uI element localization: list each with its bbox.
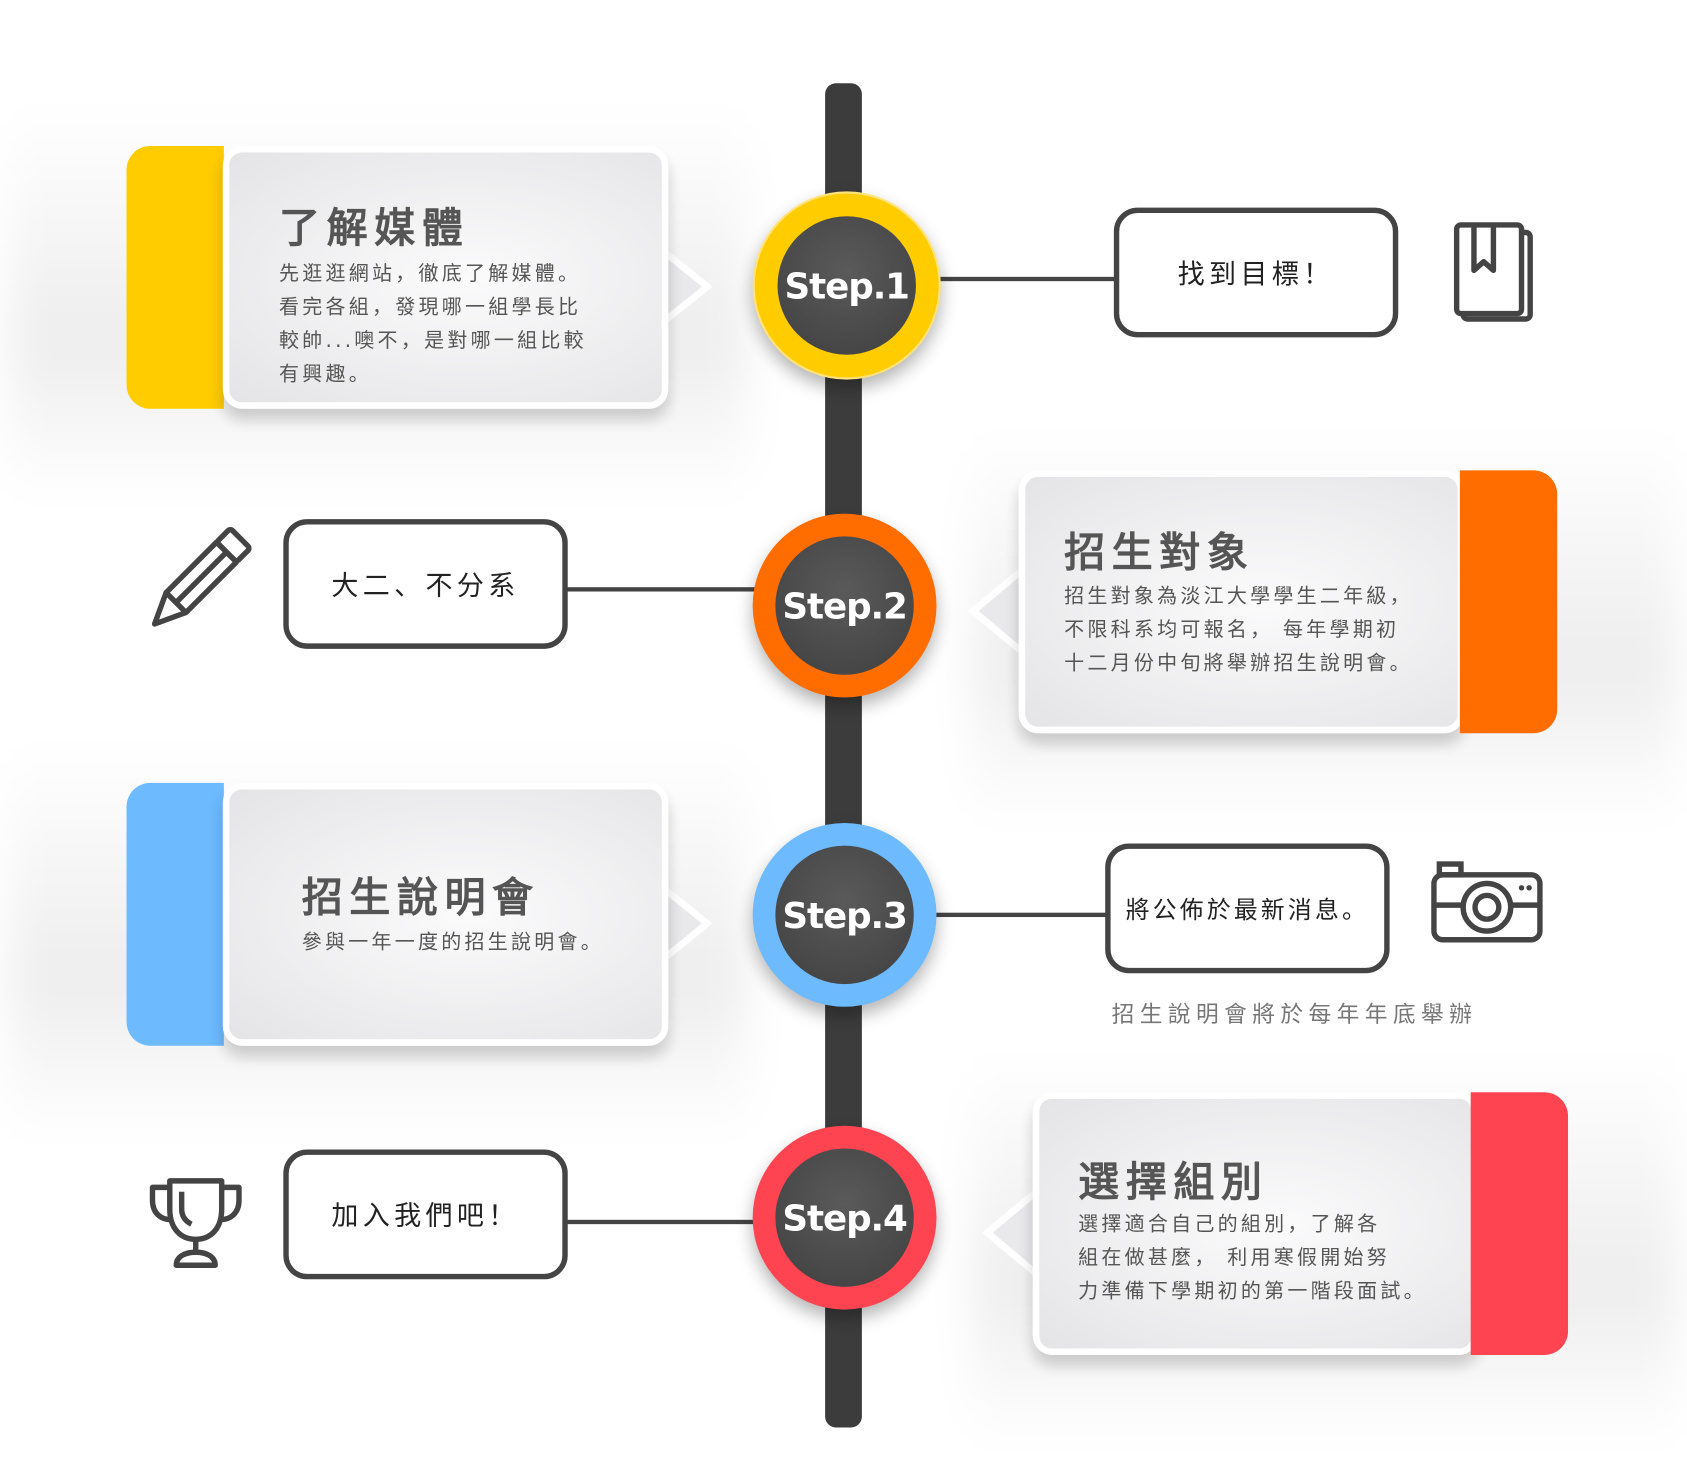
color-strip [126,782,224,1046]
color-strip [1470,1092,1569,1355]
connector-line [935,276,1117,282]
step-3-caption: 招生說明會將於每年年底舉辦 [1111,1001,1478,1028]
card-title: 招生說明會 [301,873,540,922]
card-text: 參與一年一度的招生說明會。 [301,931,604,954]
step-label: Step.1 [784,264,910,307]
step-label: Step.4 [782,1196,907,1239]
step-1-note: 找到目標！ [1113,207,1399,338]
step-3-card: 招生說明會 參與一年一度的招生說明會。 [126,782,713,1046]
step-3-badge: Step.3 [752,822,937,1007]
step-3-note: 將公佈於最新消息。 [1105,843,1390,974]
step-2-note: 大二、不分系 [283,519,568,649]
color-strip [126,145,224,409]
camera-icon [1431,861,1543,943]
step-1-card: 了解媒體 先逛逛網站，徹底了解媒體。 看完各組，發現哪一組學長比 較帥...噢不… [126,145,713,409]
step-label: Step.2 [782,584,907,627]
book-icon [1453,222,1533,322]
step-1-badge: Step.1 [752,191,941,380]
card-title: 選擇組別 [1078,1158,1269,1206]
card-text: 選擇適合自己的組別，了解各 組在做甚麼， 利用寒假開始努 力準備下學期初的第一階… [1078,1213,1427,1304]
pencil-icon [151,527,252,627]
step-4-badge: Step.4 [752,1125,937,1310]
card-text: 招生對象為淡江大學學生二年級， 不限科系均可報名， 每年學期初 十二月份中旬將舉… [1064,585,1413,675]
step-2-card: 招生對象 招生對象為淡江大學學生二年級， 不限科系均可報名， 每年學期初 十二月… [967,470,1558,734]
card-title: 招生對象 [1064,528,1255,577]
step-2-badge: Step.2 [752,513,937,698]
step-4-note: 加入我們吧！ [283,1149,568,1280]
step-4-card: 選擇組別 選擇適合自己的組別，了解各 組在做甚麼， 利用寒假開始努 力準備下學期… [981,1092,1569,1355]
trophy-icon [149,1178,242,1268]
step-label: Step.3 [782,893,907,936]
color-strip [1459,470,1558,734]
card-title: 了解媒體 [279,204,470,252]
connector-line [565,1219,756,1225]
connector-line [935,912,1108,918]
connector-line [565,587,756,592]
card-text: 先逛逛網站，徹底了解媒體。 看完各組，發現哪一組學長比 較帥...噢不，是對哪一… [279,262,587,387]
